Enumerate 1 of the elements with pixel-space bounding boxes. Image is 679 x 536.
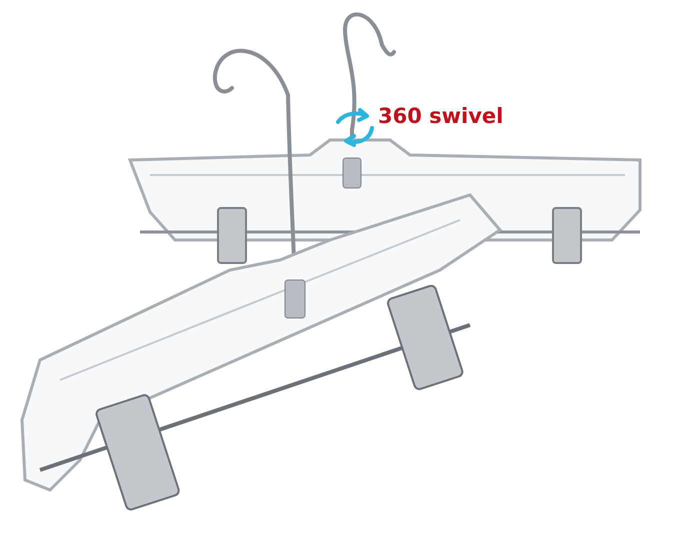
feature-label: 360 swivel <box>378 104 504 128</box>
